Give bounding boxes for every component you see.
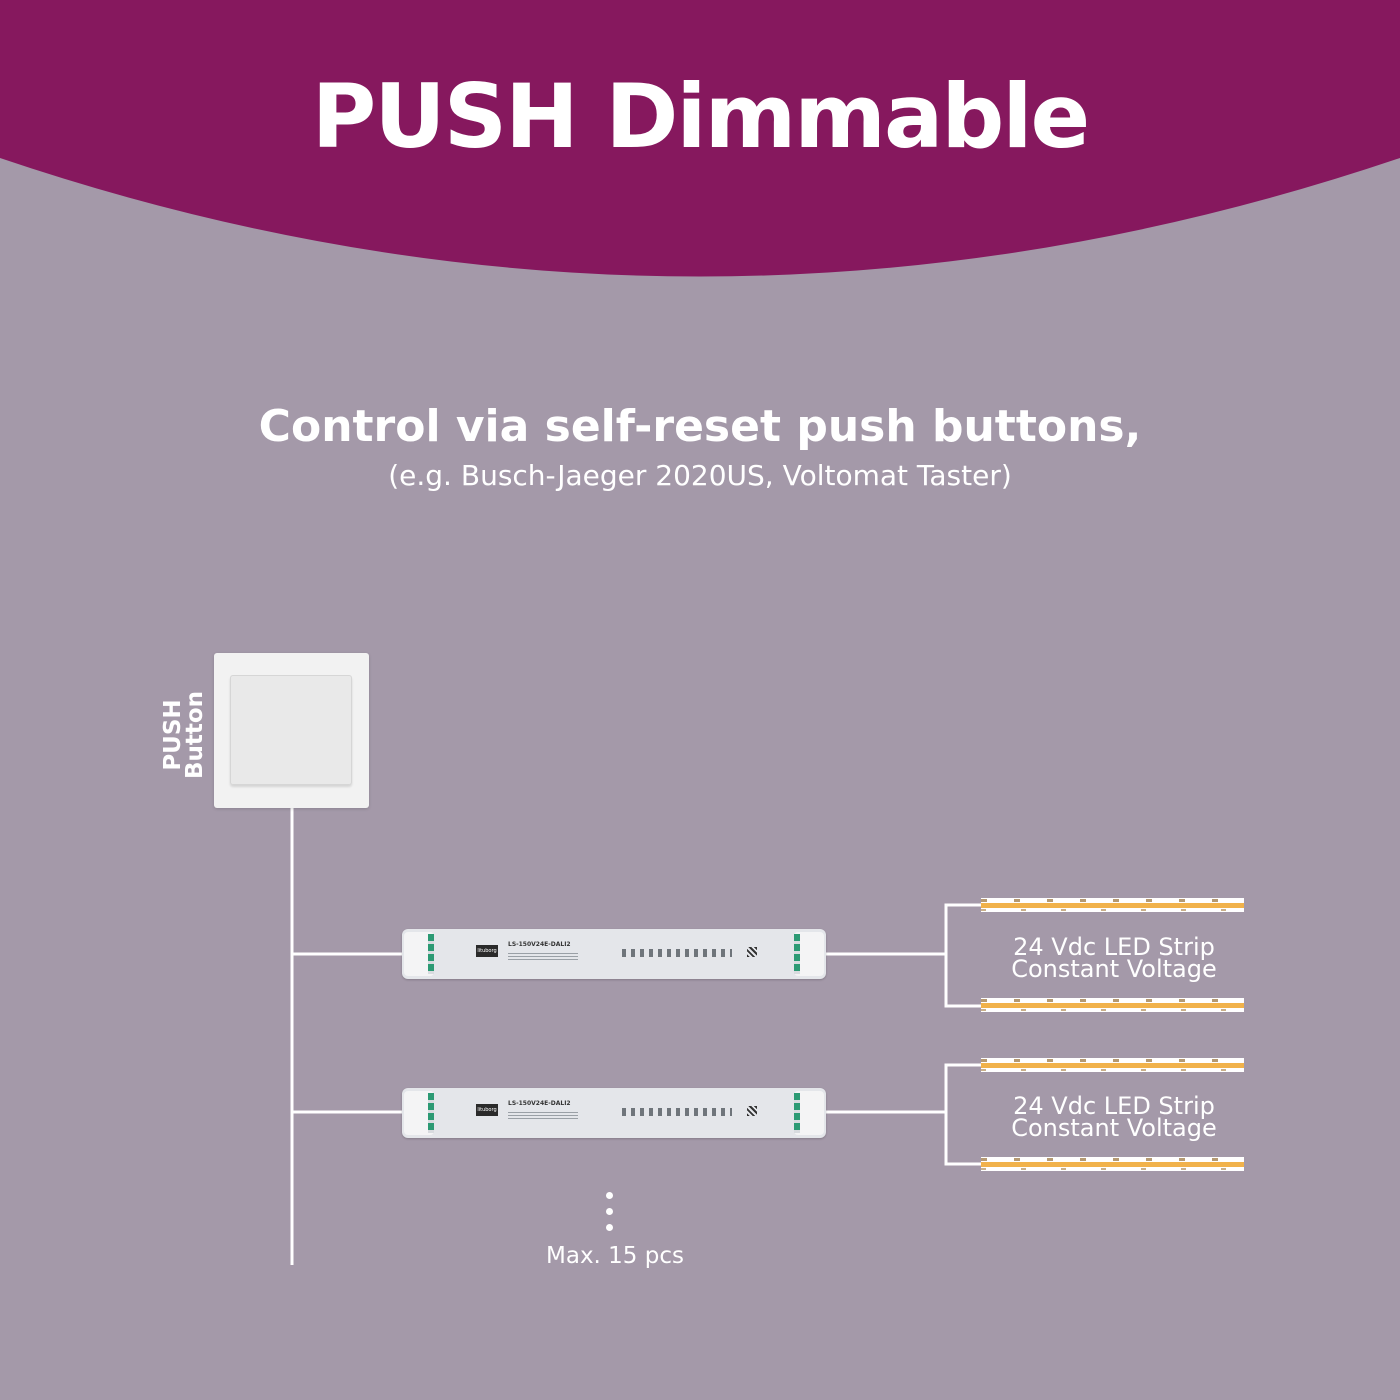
strip-bracket-2: [944, 1063, 981, 1166]
headline: Control via self-reset push buttons,: [258, 401, 1142, 452]
strip-label-line2: Constant Voltage: [1011, 955, 1217, 983]
driver-specs: [508, 1112, 578, 1120]
driver-brand: lituborg: [476, 1104, 498, 1116]
driver-cert-icons: [622, 949, 732, 957]
strip-pads: [981, 1158, 1244, 1161]
push-button-label: PUSH Button: [160, 660, 208, 810]
qr-code-icon: [747, 947, 757, 957]
driver-terminal: [794, 934, 800, 974]
driver-terminal: [794, 1093, 800, 1133]
max-pieces-note: Max. 15 pcs: [546, 1243, 684, 1269]
strip-pads: [981, 1059, 1244, 1062]
led-strip-2a: [981, 1058, 1244, 1072]
driver-model: LS-150V24E-DALI2: [508, 941, 571, 948]
strip-pads: [981, 1009, 1244, 1011]
strip-pads: [981, 899, 1244, 902]
led-driver-1: lituborg LS-150V24E-DALI2: [402, 929, 826, 979]
driver-terminal: [428, 934, 434, 974]
push-label-line1: PUSH: [160, 699, 186, 771]
strip-cob: [981, 1003, 1244, 1008]
strip-label-1: 24 Vdc LED Strip Constant Voltage: [980, 933, 1248, 983]
continuation-dots: [606, 1192, 616, 1240]
strip-label-line1: 24 Vdc LED Strip: [1013, 933, 1215, 961]
driver-specs: [508, 953, 578, 961]
push-button-switch: [214, 653, 369, 808]
led-strip-2b: [981, 1157, 1244, 1171]
header-curve: [0, 0, 1400, 277]
push-label-line2: Button: [182, 690, 208, 780]
header-band: [0, 0, 1400, 277]
strip-pads: [981, 999, 1244, 1002]
driver-model: LS-150V24E-DALI2: [508, 1100, 571, 1107]
subline: (e.g. Busch-Jaeger 2020US, Voltomat Tast…: [388, 459, 1012, 492]
strip-cob: [981, 1162, 1244, 1167]
driver-terminal: [428, 1093, 434, 1133]
strip-cob: [981, 903, 1244, 908]
led-strip-1a: [981, 898, 1244, 912]
dot: [606, 1224, 613, 1231]
driver-brand: lituborg: [476, 945, 498, 957]
page-title: PUSH Dimmable: [311, 65, 1090, 168]
strip-pads: [981, 1168, 1244, 1170]
strip-cob: [981, 1063, 1244, 1068]
strip-label-2: 24 Vdc LED Strip Constant Voltage: [980, 1092, 1248, 1142]
strip-pads: [981, 1069, 1244, 1071]
driver-cert-icons: [622, 1108, 732, 1116]
dot: [606, 1192, 613, 1199]
strip-label-line2: Constant Voltage: [1011, 1114, 1217, 1142]
push-button-label-text: PUSH Button: [160, 690, 208, 780]
dot: [606, 1208, 613, 1215]
strip-bracket-1: [944, 903, 981, 1008]
qr-code-icon: [747, 1106, 757, 1116]
strip-label-line1: 24 Vdc LED Strip: [1013, 1092, 1215, 1120]
switch-rocker: [230, 675, 352, 785]
led-driver-2: lituborg LS-150V24E-DALI2: [402, 1088, 826, 1138]
led-strip-1b: [981, 998, 1244, 1012]
strip-pads: [981, 909, 1244, 911]
